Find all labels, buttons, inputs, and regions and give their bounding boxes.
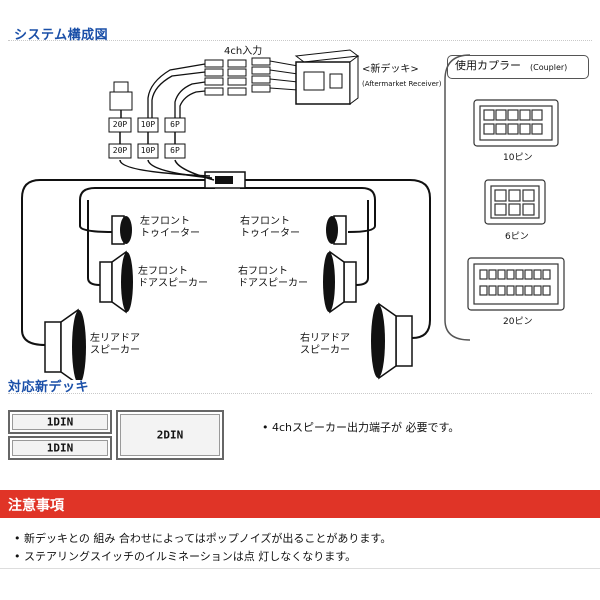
rca-jack-3 <box>227 77 247 86</box>
rear-left-door-speaker-icon <box>44 308 86 380</box>
connector-tag-10p-top: 10P <box>140 120 156 129</box>
front-left-tweeter-label-2: トゥイーター <box>140 228 200 239</box>
inner-left-door-wire <box>87 200 101 286</box>
title-divider <box>8 40 592 41</box>
input-label: 4ch入力 <box>224 46 263 57</box>
connector-tag-10p-bottom: 10P <box>140 146 156 155</box>
new-deck-sub-label: (Aftermarket Receiver) <box>362 80 442 88</box>
front-right-door-speaker-icon <box>323 250 357 314</box>
right-outer-wire <box>240 179 431 339</box>
coupler-header-box <box>447 55 589 79</box>
rca-plug-2 <box>204 68 224 77</box>
front-left-tweeter-label-1: 左フロント <box>140 216 190 227</box>
front-right-door-label-2: ドアスピーカー <box>238 278 308 289</box>
rear-right-door-label-2: スピーカー <box>300 345 350 356</box>
inner-right-wire <box>240 187 376 233</box>
left-outer-wire <box>21 179 210 346</box>
front-right-tweeter-icon <box>326 215 347 245</box>
rear-left-door-label-2: スピーカー <box>90 345 140 356</box>
rca-jack-1 <box>227 59 247 68</box>
deck-section-title: 対応新デッキ <box>8 380 90 395</box>
coupler-6pin-icon <box>484 179 546 225</box>
new-deck-label: <新デッキ> <box>362 64 419 75</box>
note-item-2: • ステアリングスイッチのイルミネーションは点 灯しなくなります。 <box>14 550 357 563</box>
rca-plug-1 <box>204 59 224 68</box>
new-deck-unit <box>294 49 360 105</box>
rear-left-door-label-1: 左リアドア <box>90 333 140 344</box>
note-item-1: • 新デッキとの 組み 合わせによってはポップノイズが出ることがあります。 <box>14 532 392 545</box>
connector-tag-6p-top: 6P <box>170 120 180 129</box>
coupler-20pin-label: 20ピン <box>503 317 533 327</box>
rear-right-door-label-1: 右リアドア <box>300 333 350 344</box>
din1-box-a: 1DIN <box>8 410 112 434</box>
front-left-tweeter-icon <box>111 215 132 245</box>
front-left-door-label-1: 左フロント <box>138 266 188 277</box>
connector-tag-6p-bottom: 6P <box>170 146 180 155</box>
front-right-tweeter-label-2: トゥイーター <box>240 228 300 239</box>
deck-requirement: • 4chスピーカー出力端子が 必要です。 <box>262 421 460 434</box>
system-diagram-title: システム構成図 <box>14 28 109 43</box>
coupler-20pin-icon <box>467 257 565 311</box>
connector-tag-20p-top: 20P <box>112 120 128 129</box>
front-left-door-label-2: ドアスピーカー <box>138 278 208 289</box>
din1-box-b: 1DIN <box>8 436 112 460</box>
harness-wire-6p <box>174 159 215 181</box>
coupler-6pin-label: 6ピン <box>505 232 529 242</box>
deck-divider <box>8 393 592 394</box>
front-right-door-label-1: 右フロント <box>238 266 288 277</box>
inner-left-wire <box>79 187 215 233</box>
rca-jack-2 <box>227 68 247 77</box>
rca-plug-3 <box>204 77 224 86</box>
harness-wire-20p <box>119 159 211 177</box>
inner-right-door-wire <box>355 200 369 286</box>
coupler-10pin-label: 10ピン <box>503 153 533 163</box>
small-plug-top <box>113 81 129 93</box>
rear-right-door-speaker-icon <box>371 302 413 380</box>
front-right-tweeter-label-1: 右フロント <box>240 216 290 227</box>
wiring-diagram <box>21 49 565 380</box>
notes-header-band: 注意事項 <box>0 490 600 518</box>
coupler-sub: (Coupler) <box>530 63 568 72</box>
coupler-title: 使用カプラー <box>455 59 521 72</box>
din2-box: 2DIN <box>116 410 224 460</box>
notes-title: 注意事項 <box>8 498 64 514</box>
small-plug-body <box>109 91 133 111</box>
front-left-door-speaker-icon <box>99 250 133 314</box>
bottom-divider <box>0 568 600 569</box>
junction-plug <box>215 176 233 184</box>
coupler-10pin-icon <box>473 99 559 147</box>
rca-jack-4 <box>227 87 247 96</box>
connector-tag-20p-bottom: 20P <box>112 146 128 155</box>
rca-plug-4 <box>204 87 224 96</box>
